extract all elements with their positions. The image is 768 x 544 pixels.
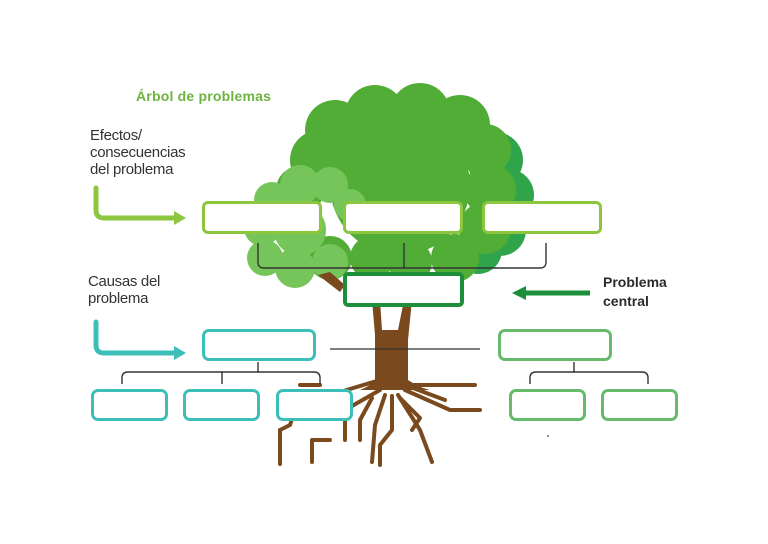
cause-box-2[interactable] <box>183 389 260 421</box>
causes-label-line-2: problema <box>88 290 149 307</box>
central-problem-box[interactable] <box>343 272 464 307</box>
effect-box-2[interactable] <box>343 201 463 234</box>
causes-label: Causas del problema <box>88 273 160 307</box>
right-box-1[interactable] <box>509 389 586 421</box>
effects-label-line-1: Efectos/ <box>90 127 142 144</box>
central-label-line-1: Problema <box>603 274 667 290</box>
central-arrow <box>512 286 590 300</box>
effect-box-1[interactable] <box>202 201 322 234</box>
tree-foliage <box>244 83 534 288</box>
causes-bracket <box>121 362 321 384</box>
effects-label-line-2: consecuencias <box>90 144 186 161</box>
effects-label-line-3: del problema <box>90 161 174 178</box>
cause-box-1[interactable] <box>91 389 168 421</box>
effects-bracket <box>257 243 547 269</box>
effects-arrow <box>93 185 186 225</box>
cause-box-main[interactable] <box>202 329 316 361</box>
diagram-title: Árbol de problemas <box>136 88 272 104</box>
right-box-2[interactable] <box>601 389 678 421</box>
tree-trunk <box>360 300 430 390</box>
causes-label-line-1: Causas del <box>88 273 161 290</box>
causes-arrow <box>93 319 186 360</box>
speck <box>547 435 549 437</box>
effects-label: Efectos/ consecuencias del problema <box>90 127 186 178</box>
central-label-line-2: central <box>603 293 649 309</box>
cause-box-3[interactable] <box>276 389 353 421</box>
central-problem-label: Problema central <box>603 273 667 311</box>
effect-box-3[interactable] <box>482 201 602 234</box>
tree-branch <box>318 272 345 292</box>
right-box-main[interactable] <box>498 329 612 361</box>
right-bracket <box>529 362 649 384</box>
